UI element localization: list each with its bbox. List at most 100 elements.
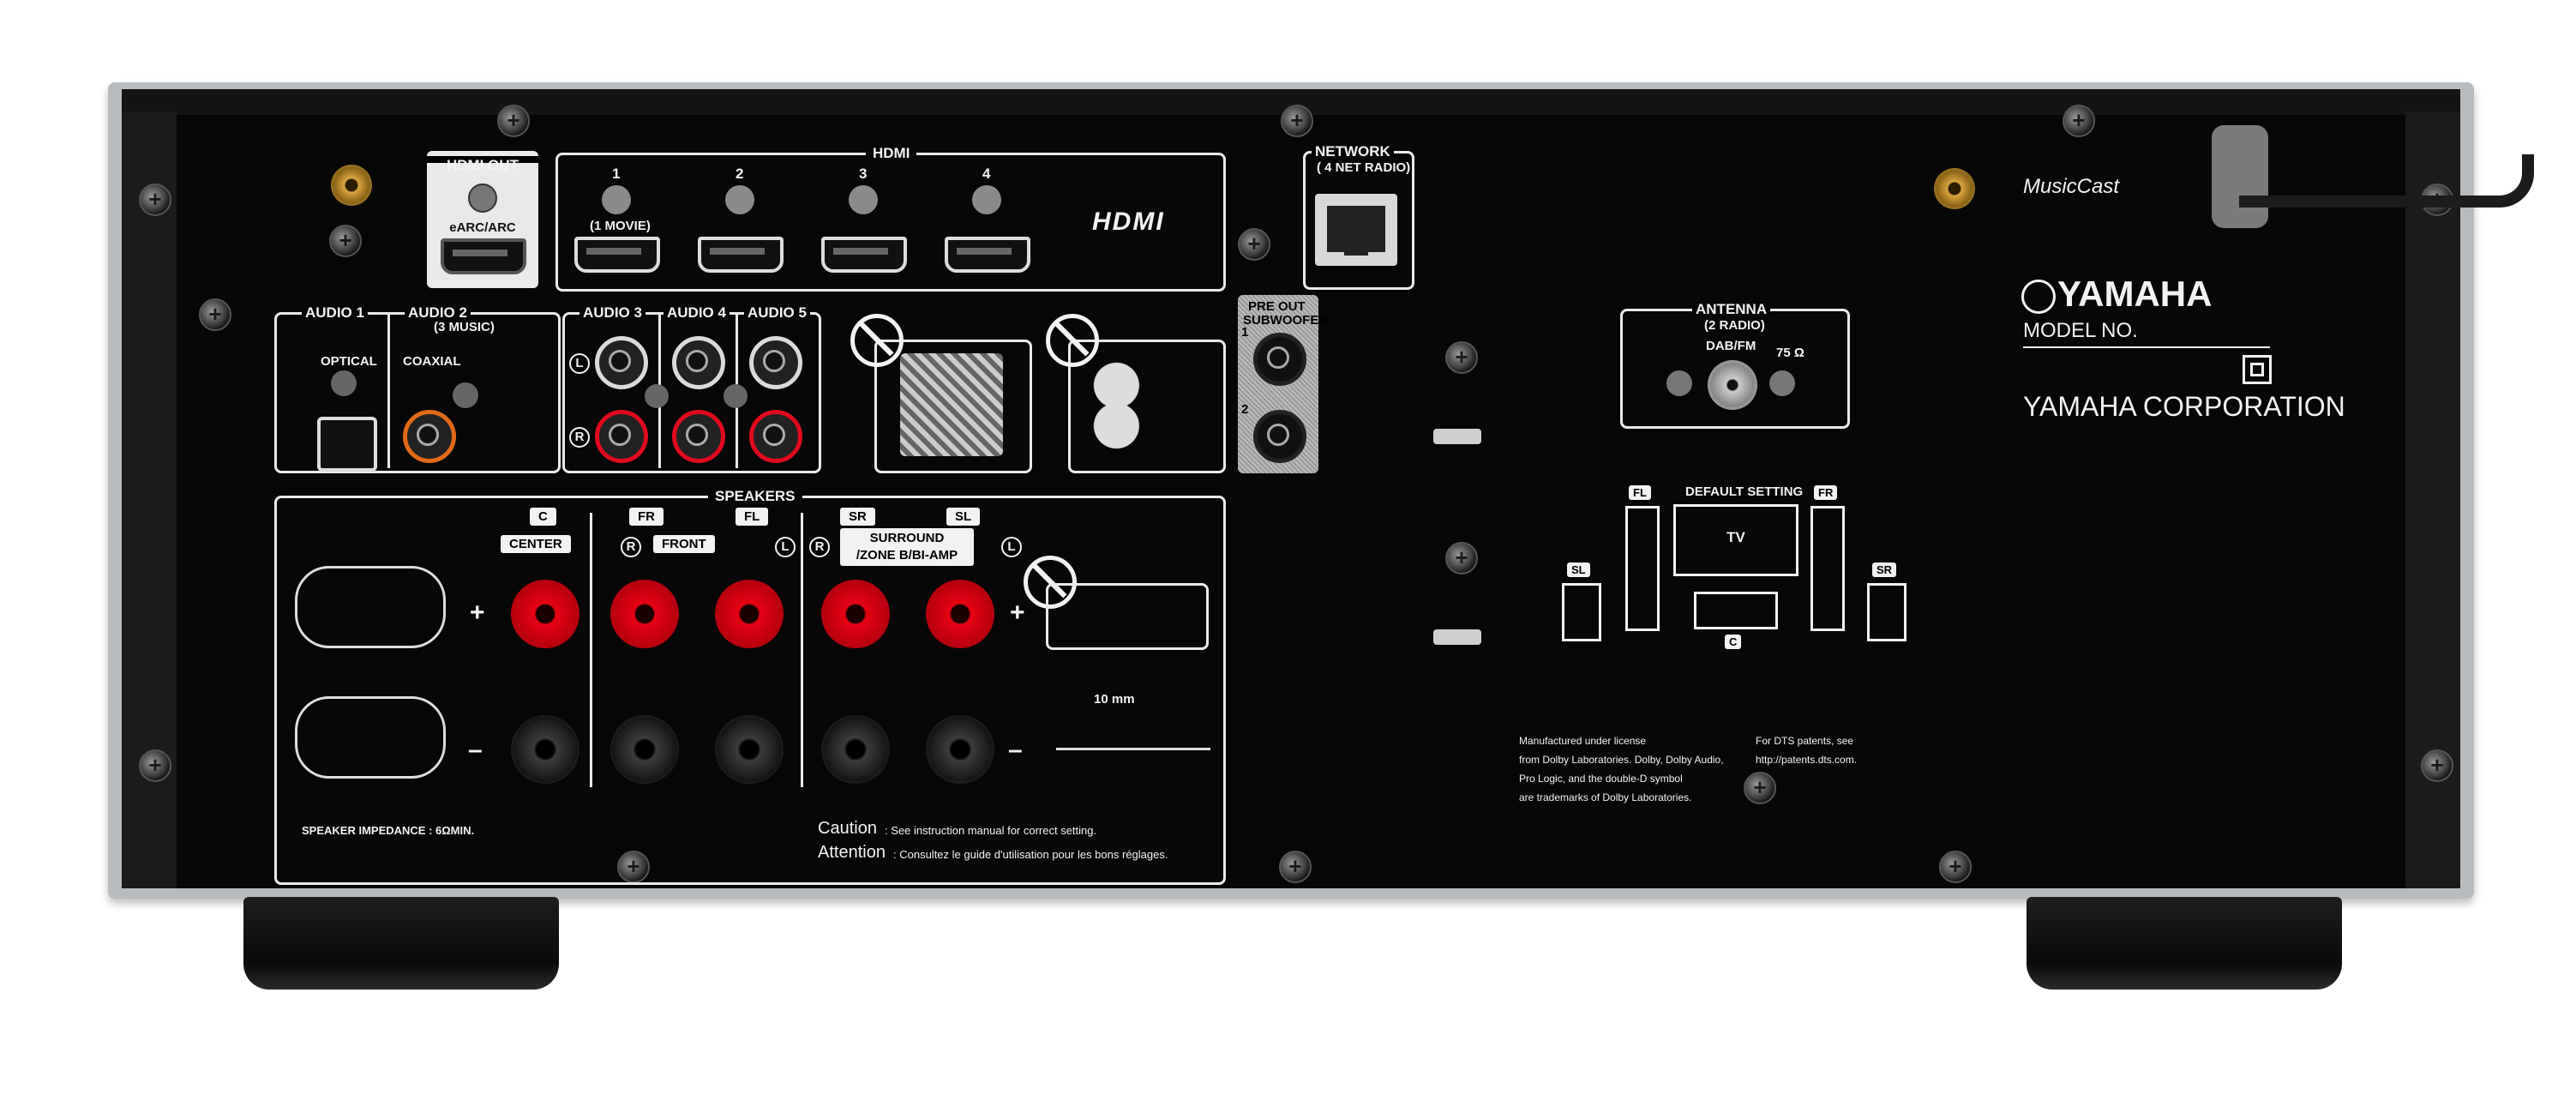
subwoofer-1-jack[interactable] [1253,333,1306,386]
audio-5-left-jack[interactable] [749,336,802,389]
yamaha-tuning-fork-logo [2021,280,2056,314]
center-tag: C [530,508,556,526]
tv-label: TV [1726,529,1745,545]
audio-4-left-jack[interactable] [672,336,725,389]
plus-sign: + [470,599,485,627]
screw [645,384,669,408]
surround-right-plus-terminal[interactable] [821,580,890,648]
surround-right-minus-terminal[interactable] [821,715,890,784]
ethernet-port[interactable] [1315,194,1397,266]
hdmi-input-title: HDMI [866,146,917,160]
screw [2421,749,2453,782]
fr-tag: FR [1814,485,1838,500]
front-right-mark: R [621,537,641,557]
audio-5-right-jack[interactable] [749,410,802,463]
audio-3-right-jack[interactable] [595,410,648,463]
antenna-band: DAB/FM [1706,339,1756,353]
plus-sign: + [1010,599,1025,627]
audio-4-right-jack[interactable] [672,410,725,463]
attention-text: : Consultez le guide d'utilisation pour … [893,848,1168,861]
model-label: MODEL NO. [2023,319,2138,342]
hdmi-in-3-port[interactable] [821,237,907,273]
hdmi-1-number: 1 [612,165,621,182]
hdmi-out-title-bg [427,156,538,163]
speakers-title: SPEAKERS [708,489,802,503]
bare-wire-warning-box [1046,583,1209,650]
vent-slot [1433,429,1481,444]
optical-input-port[interactable] [317,417,377,472]
screw [139,749,171,782]
preout-sub: SUBWOOFER [1243,313,1329,328]
screw [1744,772,1776,804]
coaxial-input-jack[interactable] [403,410,456,463]
left-channel-mark: L [569,353,590,374]
subwoofer-2-jack[interactable] [1253,410,1306,463]
minus-sign: – [468,736,483,764]
audio-3-title: AUDIO 3 [579,305,646,320]
caution-title: Caution [818,819,877,838]
audio-5-title: AUDIO 5 [744,305,810,320]
screw [1238,228,1270,261]
screw [1445,341,1478,374]
screw [1281,105,1313,137]
subwoofer-1-label: 1 [1241,325,1249,340]
dts-line-2: http://patents.dts.com. [1756,754,1858,766]
dab-fm-antenna-jack[interactable] [1708,360,1757,410]
front-left-minus-terminal[interactable] [715,715,784,784]
surround-right-tag: SR [840,508,875,526]
screw [497,105,530,137]
double-insulation-icon [2243,355,2272,384]
prohibited-icon [850,314,904,367]
front-right-plus-terminal[interactable] [610,580,679,648]
center-speaker-icon [1694,592,1778,629]
surround-left-plus-terminal[interactable] [926,580,994,648]
hdmi-4-number: 4 [982,165,991,182]
hdmi-in-2-port[interactable] [698,237,784,273]
audio-2-sub: (3 MUSIC) [434,320,495,334]
screw [331,370,357,396]
prohibited-icon [1024,556,1077,609]
network-title: NETWORK [1312,144,1394,159]
screw [972,185,1001,214]
strip-length-label: 10 mm [1094,692,1135,707]
power-cord [2239,154,2534,208]
warning-box-2 [1068,340,1226,473]
wireless-antenna-connector[interactable] [1934,168,1975,209]
surround-right-mark: R [809,537,830,557]
vent-slot [1433,629,1481,645]
screw [199,298,231,331]
center-plus-terminal[interactable] [511,580,579,648]
hdmi-in-4-port[interactable] [945,237,1030,273]
screw [2063,105,2095,137]
prohibited-icon [1046,314,1099,367]
front-left-plus-terminal[interactable] [715,580,784,648]
hdmi-in-1-port[interactable] [574,237,660,273]
wireless-antenna-connector[interactable] [331,165,372,206]
warning-box-1 [874,340,1032,473]
surround-left-minus-terminal[interactable] [926,715,994,784]
hdmi-out-port[interactable] [441,238,526,274]
surround-label: SURROUND [869,531,945,545]
screw [453,382,478,408]
corporation-name: YAMAHA CORPORATION [2023,391,2345,422]
front-right-minus-terminal[interactable] [610,715,679,784]
antenna-impedance: 75 Ω [1776,346,1804,360]
right-channel-mark: R [569,427,590,448]
screw [1769,370,1795,396]
audio-3-left-jack[interactable] [595,336,648,389]
surround-left-mark: L [1001,537,1022,557]
screw [329,225,362,257]
optical-label: OPTICAL [321,354,377,369]
front-label: FRONT [653,535,715,553]
terminal-tighten-illustration [295,696,446,779]
attention-title: Attention [818,843,886,862]
screw [1279,851,1312,883]
sr-tag: SR [1872,563,1897,577]
caution-text: : See instruction manual for correct set… [885,824,1097,837]
dts-line-1: For DTS patents, see [1756,735,1854,747]
center-minus-terminal[interactable] [511,715,579,784]
brand-name: YAMAHA [2057,274,2213,314]
screw [139,183,171,216]
hdmi-out-title: HDMI OUT [446,157,519,173]
audio-2-title: AUDIO 2 [405,305,471,320]
